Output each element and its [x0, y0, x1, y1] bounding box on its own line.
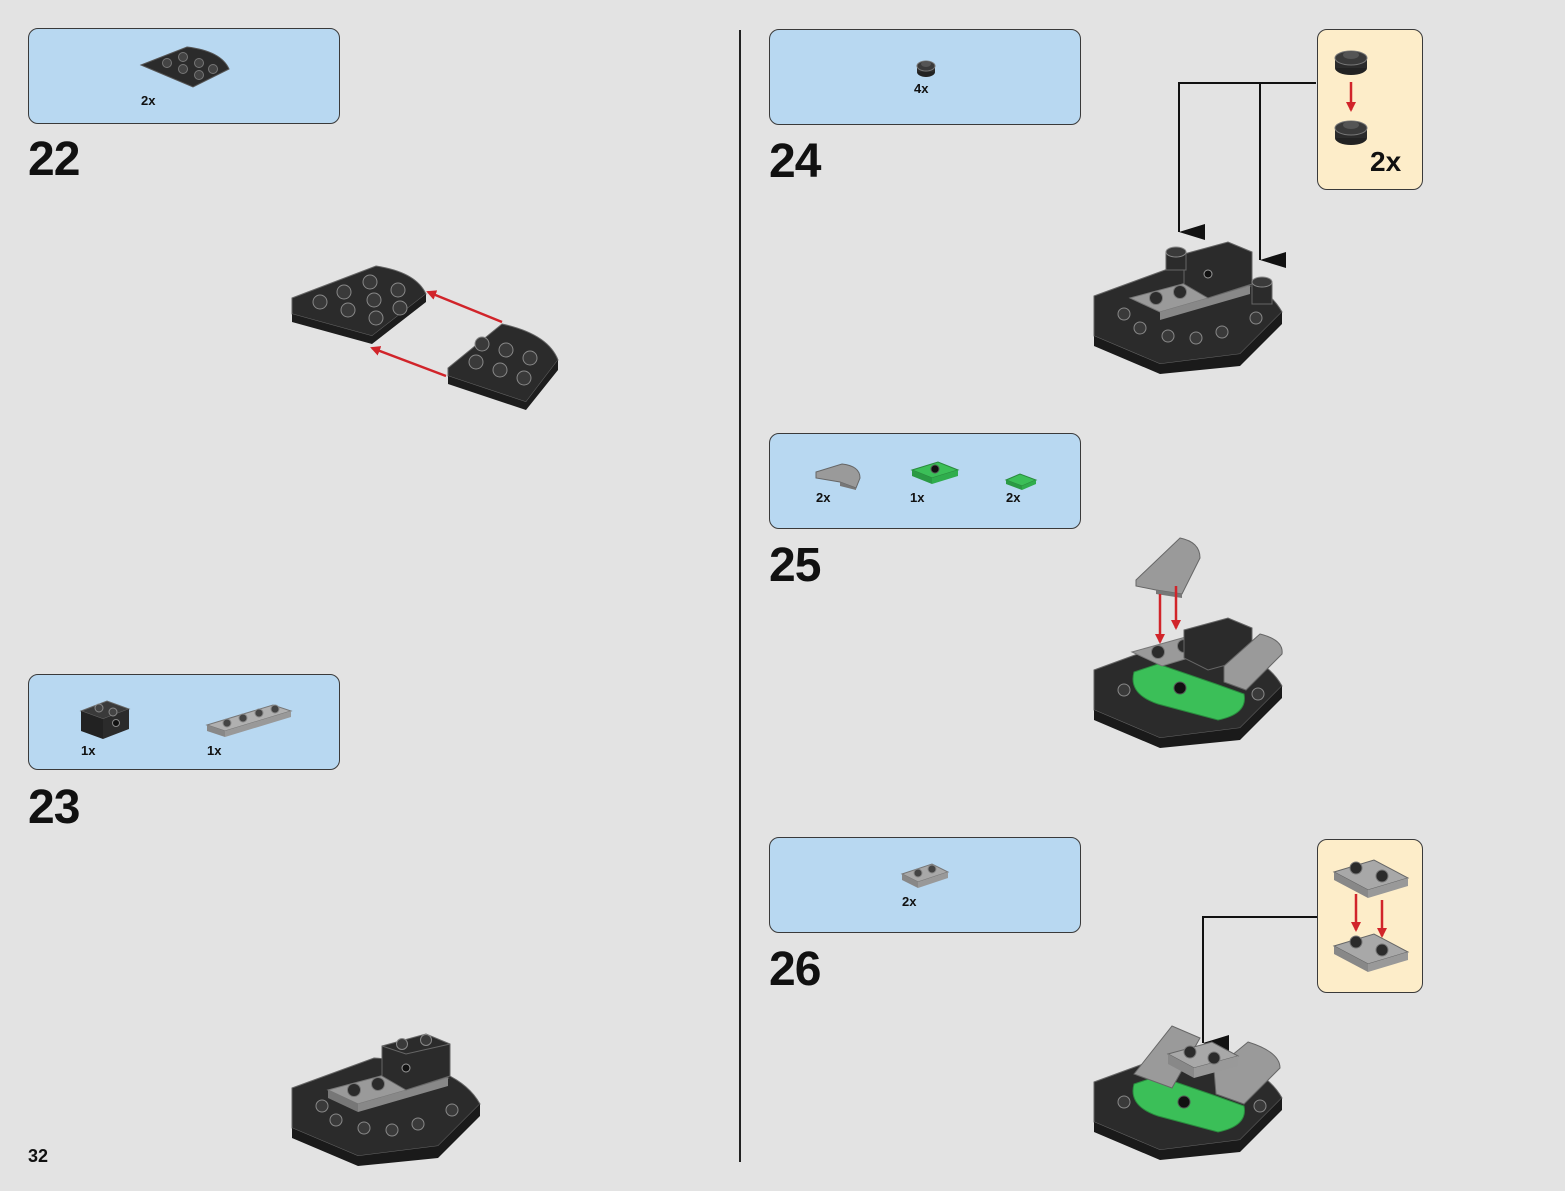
round-plate-stack-icon [1334, 50, 1368, 145]
step-number: 23 [28, 781, 80, 834]
step-26-connector-line [1202, 916, 1317, 1051]
step-24-connector-lines [1178, 82, 1316, 268]
grey-curved-slope-icon [815, 463, 861, 490]
step-26-assembly-illustration [1093, 1025, 1283, 1160]
step-22-assembly-illustration [291, 265, 559, 410]
step-26-sub-assembly-callout [1317, 839, 1423, 993]
green-jumper-plate-icon [910, 461, 960, 484]
step-number: 25 [769, 539, 821, 592]
step-number: 24 [769, 135, 821, 188]
step-24-sub-assembly-callout: 2x [1317, 29, 1423, 190]
part-quantity: 2x [141, 93, 156, 108]
step-25-assembly-illustration [1093, 537, 1283, 748]
grey-1x2-plate-stack-icon [1332, 859, 1410, 972]
step-23-assembly-illustration [291, 1033, 481, 1166]
grey-1x2-plate-icon [900, 863, 950, 888]
part-quantity: 2x [1006, 490, 1021, 505]
step-24-parts-list: 4x [769, 29, 1081, 125]
green-tile-slope-icon [1004, 473, 1038, 490]
black-technic-brick-icon [79, 700, 131, 739]
callout-quantity: 2x [1370, 146, 1402, 177]
part-quantity: 2x [816, 490, 831, 505]
page-number: 32 [28, 1146, 49, 1166]
step-number: 22 [28, 133, 80, 186]
step-number: 26 [769, 943, 821, 996]
part-quantity: 4x [914, 81, 929, 96]
step-23-parts-list: 1x 1x [28, 674, 340, 770]
step-25-parts-list: 2x 1x 2x [769, 433, 1081, 529]
step-26-parts-list: 2x [769, 837, 1081, 933]
black-round-plate-1x1-icon [916, 60, 936, 77]
grey-1x4-plate-icon [205, 704, 293, 737]
part-quantity: 2x [902, 894, 917, 909]
step-24-assembly-illustration [1093, 241, 1283, 374]
part-quantity: 1x [207, 743, 222, 758]
part-quantity: 1x [910, 490, 925, 505]
black-quarter-round-plate-icon [139, 46, 230, 88]
part-quantity: 1x [81, 743, 96, 758]
step-22-parts-list: 2x [28, 28, 340, 124]
page-divider [739, 30, 741, 1162]
